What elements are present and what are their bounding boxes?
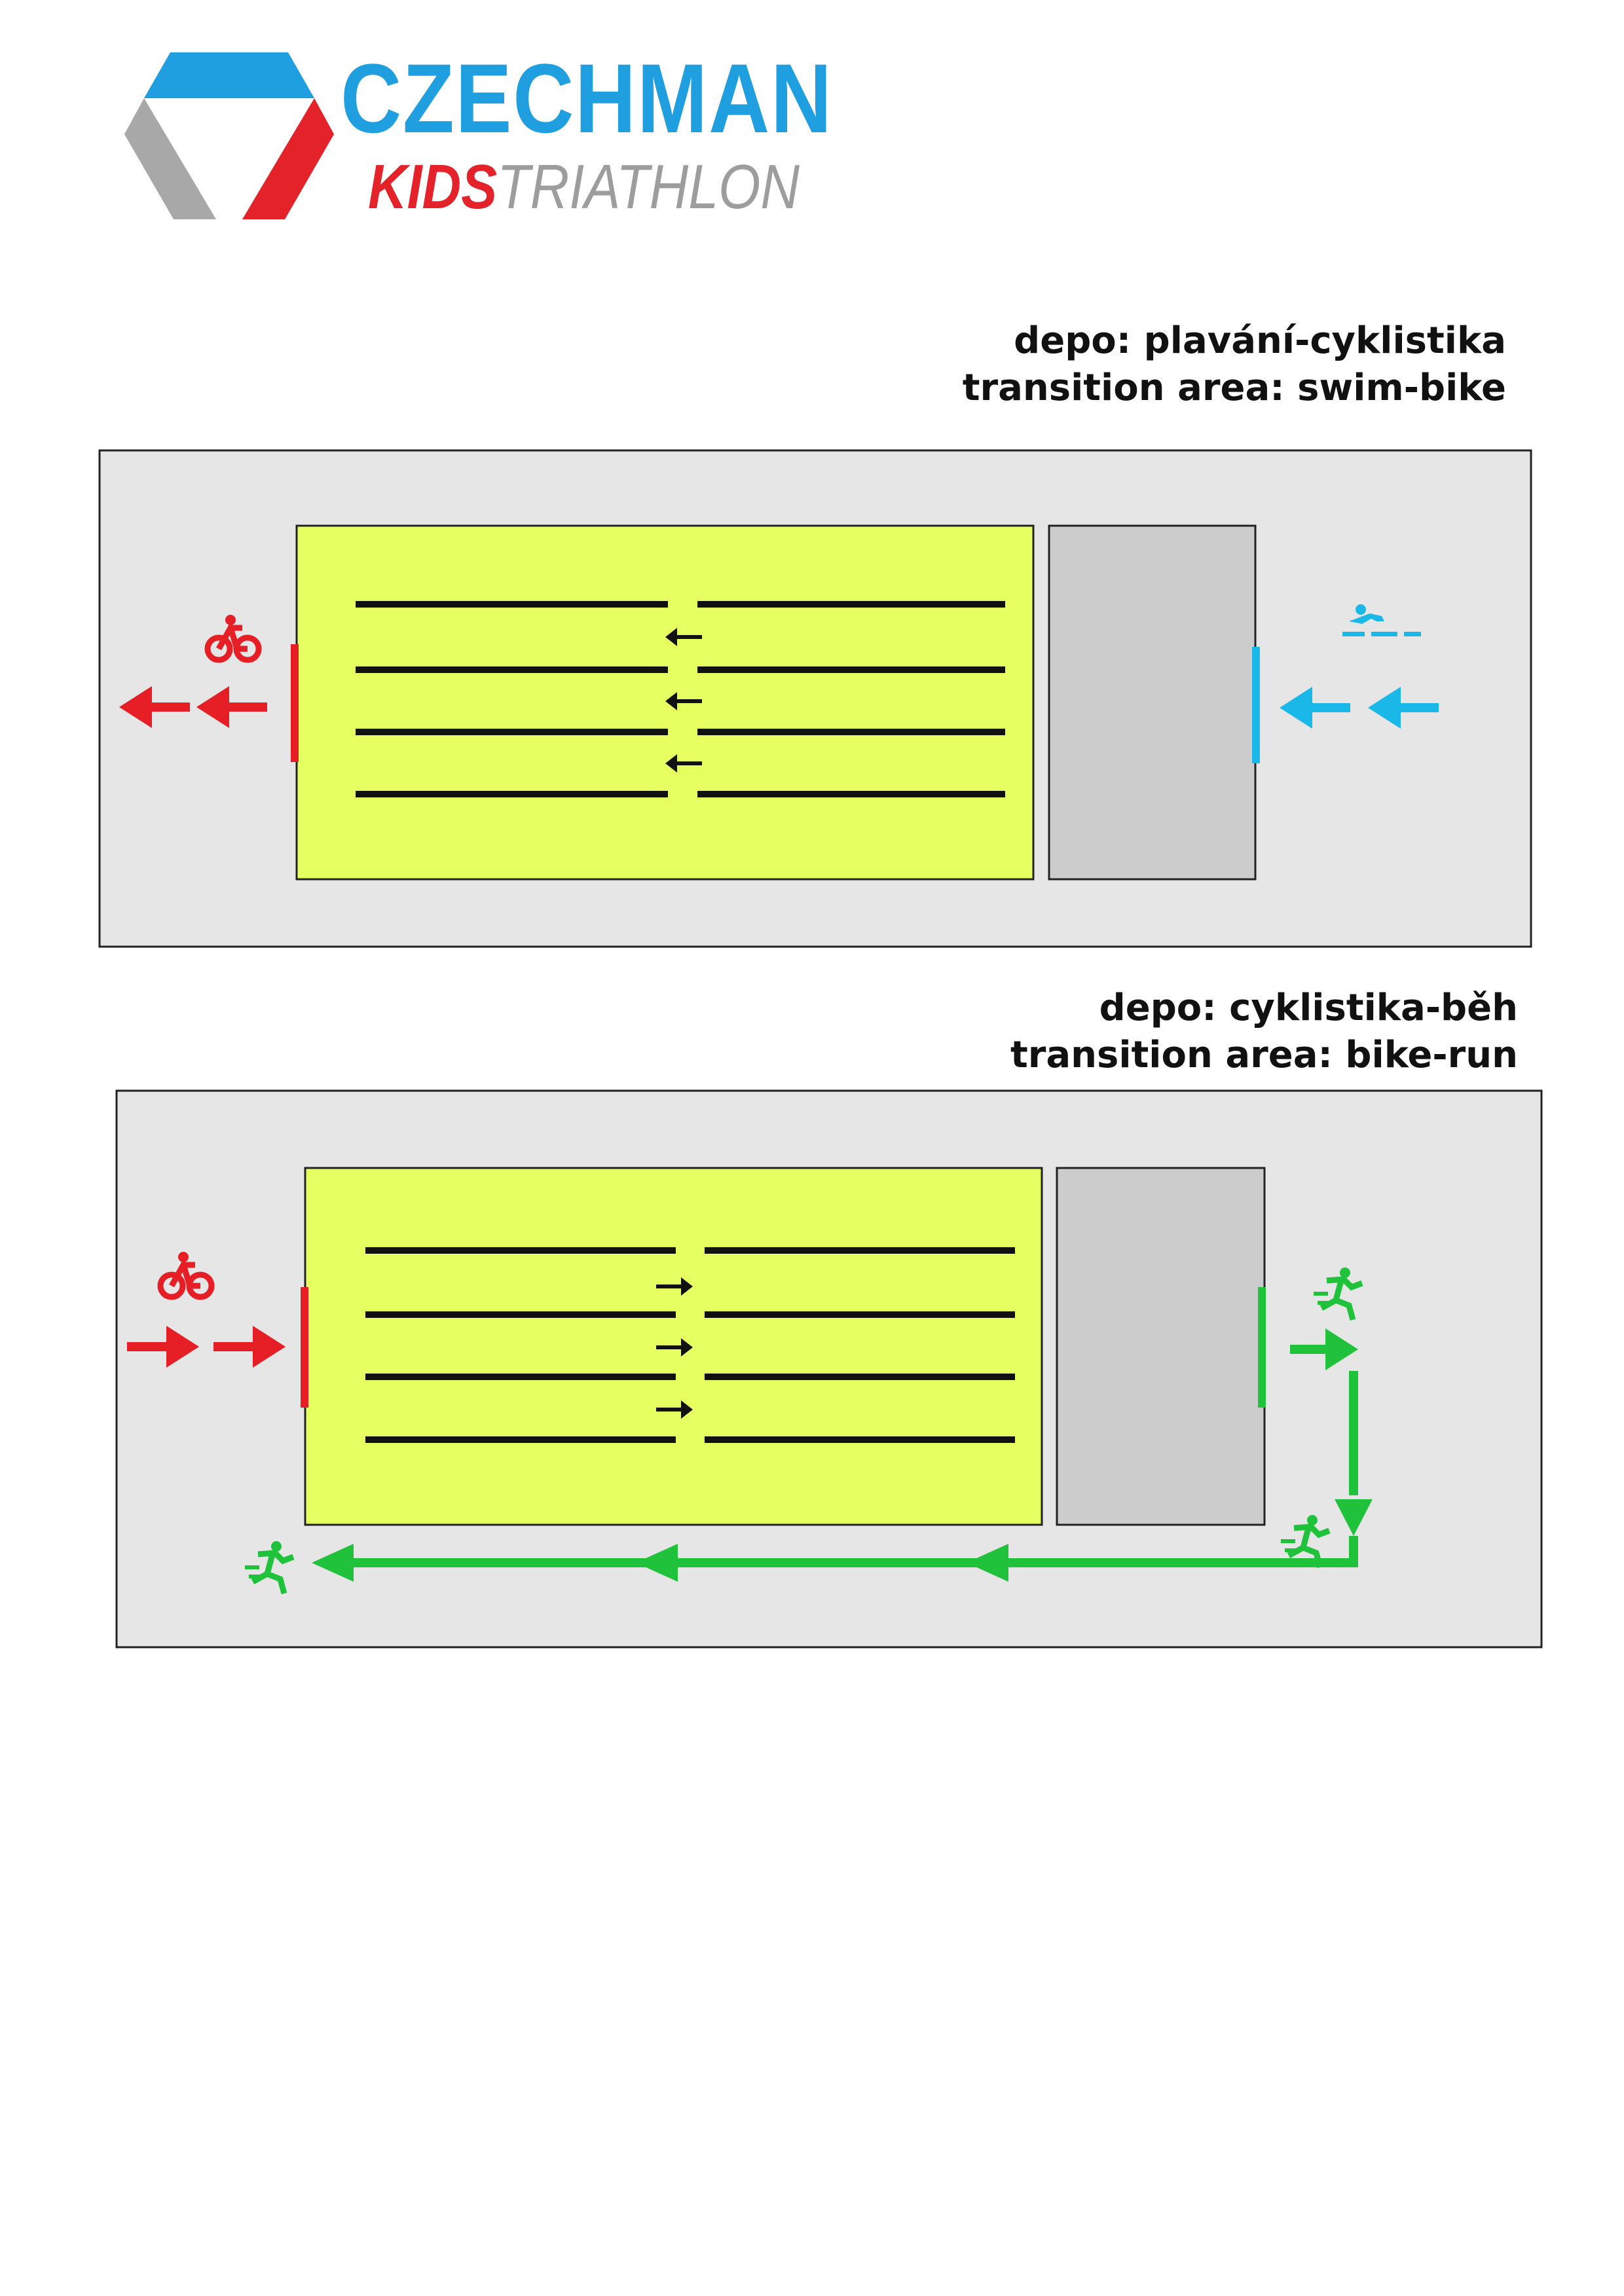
right-arrow-icon bbox=[1325, 1328, 1358, 1370]
logo-title: CZECHMAN bbox=[341, 43, 833, 153]
swim-entry-line bbox=[1252, 647, 1260, 763]
down-arrow-icon bbox=[1335, 1499, 1373, 1536]
left-arrow-icon bbox=[119, 686, 190, 728]
bike-racks bbox=[365, 1247, 1015, 1443]
right-arrow-icon bbox=[656, 1400, 693, 1419]
right-arrow-icon bbox=[127, 1326, 199, 1368]
bike-exit-line bbox=[291, 644, 299, 762]
aisle-arrows bbox=[665, 628, 702, 773]
left-arrow-icon bbox=[967, 1544, 1008, 1582]
aisle-arrows bbox=[656, 1277, 693, 1419]
left-arrow-icon bbox=[312, 1544, 354, 1582]
right-arrow-icon bbox=[213, 1326, 286, 1368]
left-arrow-icon bbox=[665, 692, 702, 710]
bike-entry-line bbox=[301, 1287, 308, 1408]
run-exit-line bbox=[1258, 1287, 1266, 1408]
swim-bike-heading-cz: depo: plavání-cyklistika bbox=[1014, 319, 1506, 362]
exit-arrows bbox=[119, 686, 267, 728]
swim-icon bbox=[1342, 604, 1421, 636]
bike-run-heading: depo: cyklistika-běh transition area: bi… bbox=[1010, 985, 1518, 1079]
bike-run-heading-en: transition area: bike-run bbox=[1010, 1034, 1518, 1076]
right-arrow-icon bbox=[656, 1338, 693, 1357]
entry-arrows bbox=[1280, 687, 1439, 729]
logo-subtitle-kids: KIDS bbox=[368, 152, 498, 222]
hexagon-logo-mark bbox=[124, 52, 334, 219]
left-arrow-icon bbox=[665, 628, 702, 646]
rack-zone bbox=[295, 524, 1035, 881]
left-arrow-icon bbox=[196, 686, 267, 728]
czechman-logo: CZECHMAN KIDSTRIATHLON bbox=[124, 46, 832, 236]
right-arrow-icon bbox=[656, 1277, 693, 1296]
bike-racks bbox=[356, 601, 1005, 797]
entry-arrows bbox=[127, 1326, 286, 1368]
swim-bike-heading: depo: plavání-cyklistika transition area… bbox=[963, 318, 1506, 412]
left-arrow-icon bbox=[1368, 687, 1439, 729]
change-zone bbox=[1048, 524, 1257, 881]
logo-subtitle: KIDSTRIATHLON bbox=[368, 156, 800, 219]
bike-run-heading-cz: depo: cyklistika-běh bbox=[1099, 987, 1518, 1029]
swim-bike-heading-en: transition area: swim-bike bbox=[962, 367, 1506, 409]
logo-subtitle-triathlon: TRIATHLON bbox=[497, 152, 800, 222]
change-zone bbox=[1056, 1167, 1266, 1526]
exit-path bbox=[312, 1328, 1373, 1582]
left-arrow-icon bbox=[1280, 687, 1350, 729]
bike-run-transition-diagram bbox=[115, 1089, 1543, 1649]
swim-bike-transition-diagram bbox=[98, 449, 1532, 948]
left-arrow-icon bbox=[665, 754, 702, 773]
left-arrow-icon bbox=[636, 1544, 678, 1582]
